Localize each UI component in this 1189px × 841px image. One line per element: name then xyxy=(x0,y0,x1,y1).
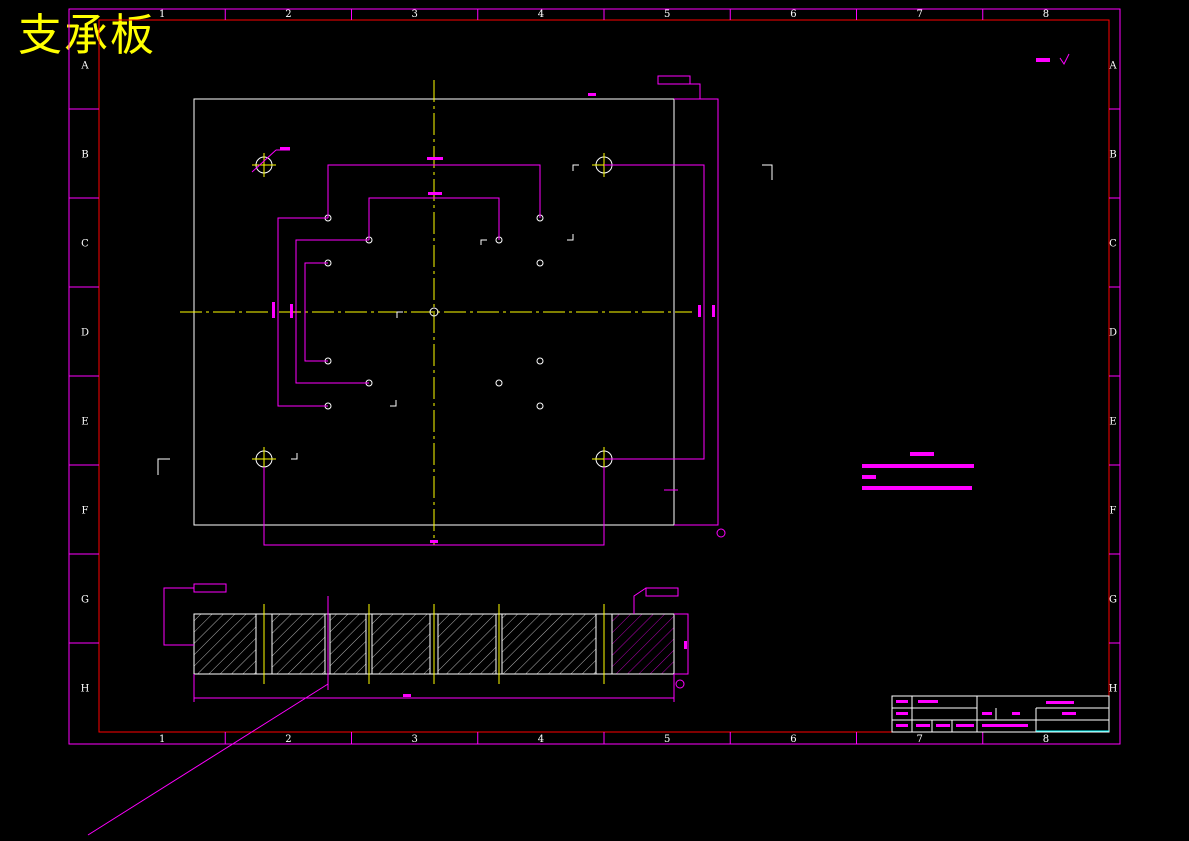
column-label-top: 4 xyxy=(538,9,544,20)
section-view xyxy=(87,583,689,836)
dimension-text-marks xyxy=(272,93,715,543)
leader-line xyxy=(87,683,329,836)
column-label-bottom: 7 xyxy=(916,734,922,745)
row-label-left: D xyxy=(81,328,89,339)
row-label-right: B xyxy=(1109,150,1116,161)
column-label-top: 7 xyxy=(916,9,922,20)
row-ticks xyxy=(69,108,1120,644)
technical-notes xyxy=(862,452,974,490)
column-ticks xyxy=(224,9,984,744)
surface-finish-mark xyxy=(1036,53,1070,65)
row-label-right: F xyxy=(1110,506,1117,517)
view-brackets xyxy=(157,164,773,475)
row-label-left: F xyxy=(82,506,89,517)
row-label-left: E xyxy=(81,417,88,428)
column-label-top: 1 xyxy=(159,9,165,20)
column-label-bottom: 1 xyxy=(159,734,165,745)
column-label-bottom: 6 xyxy=(790,734,796,745)
row-label-right: C xyxy=(1109,239,1117,250)
column-label-top: 5 xyxy=(664,9,670,20)
column-label-bottom: 5 xyxy=(664,734,670,745)
column-label-top: 8 xyxy=(1043,9,1049,20)
row-label-left: H xyxy=(81,684,90,695)
column-label-top: 3 xyxy=(411,9,417,20)
row-label-right: A xyxy=(1108,61,1117,72)
drawing-title: 支承板 xyxy=(18,10,156,61)
section-centerlines xyxy=(263,604,605,684)
row-label-right: H xyxy=(1109,684,1118,695)
dimensions xyxy=(251,75,726,546)
column-label-bottom: 2 xyxy=(285,734,291,745)
row-label-right: E xyxy=(1109,417,1116,428)
center-hole xyxy=(429,307,439,317)
title-block xyxy=(891,695,1110,733)
row-label-left: B xyxy=(81,150,88,161)
column-label-bottom: 3 xyxy=(411,734,417,745)
row-label-right: G xyxy=(1109,595,1117,606)
column-label-bottom: 4 xyxy=(538,734,544,745)
plan-view xyxy=(157,75,773,546)
row-label-left: C xyxy=(81,239,89,250)
row-label-left: G xyxy=(81,595,89,606)
row-label-right: D xyxy=(1109,328,1117,339)
column-label-bottom: 8 xyxy=(1043,734,1049,745)
column-label-top: 2 xyxy=(285,9,291,20)
row-label-left: A xyxy=(80,61,89,72)
column-label-top: 6 xyxy=(790,9,796,20)
